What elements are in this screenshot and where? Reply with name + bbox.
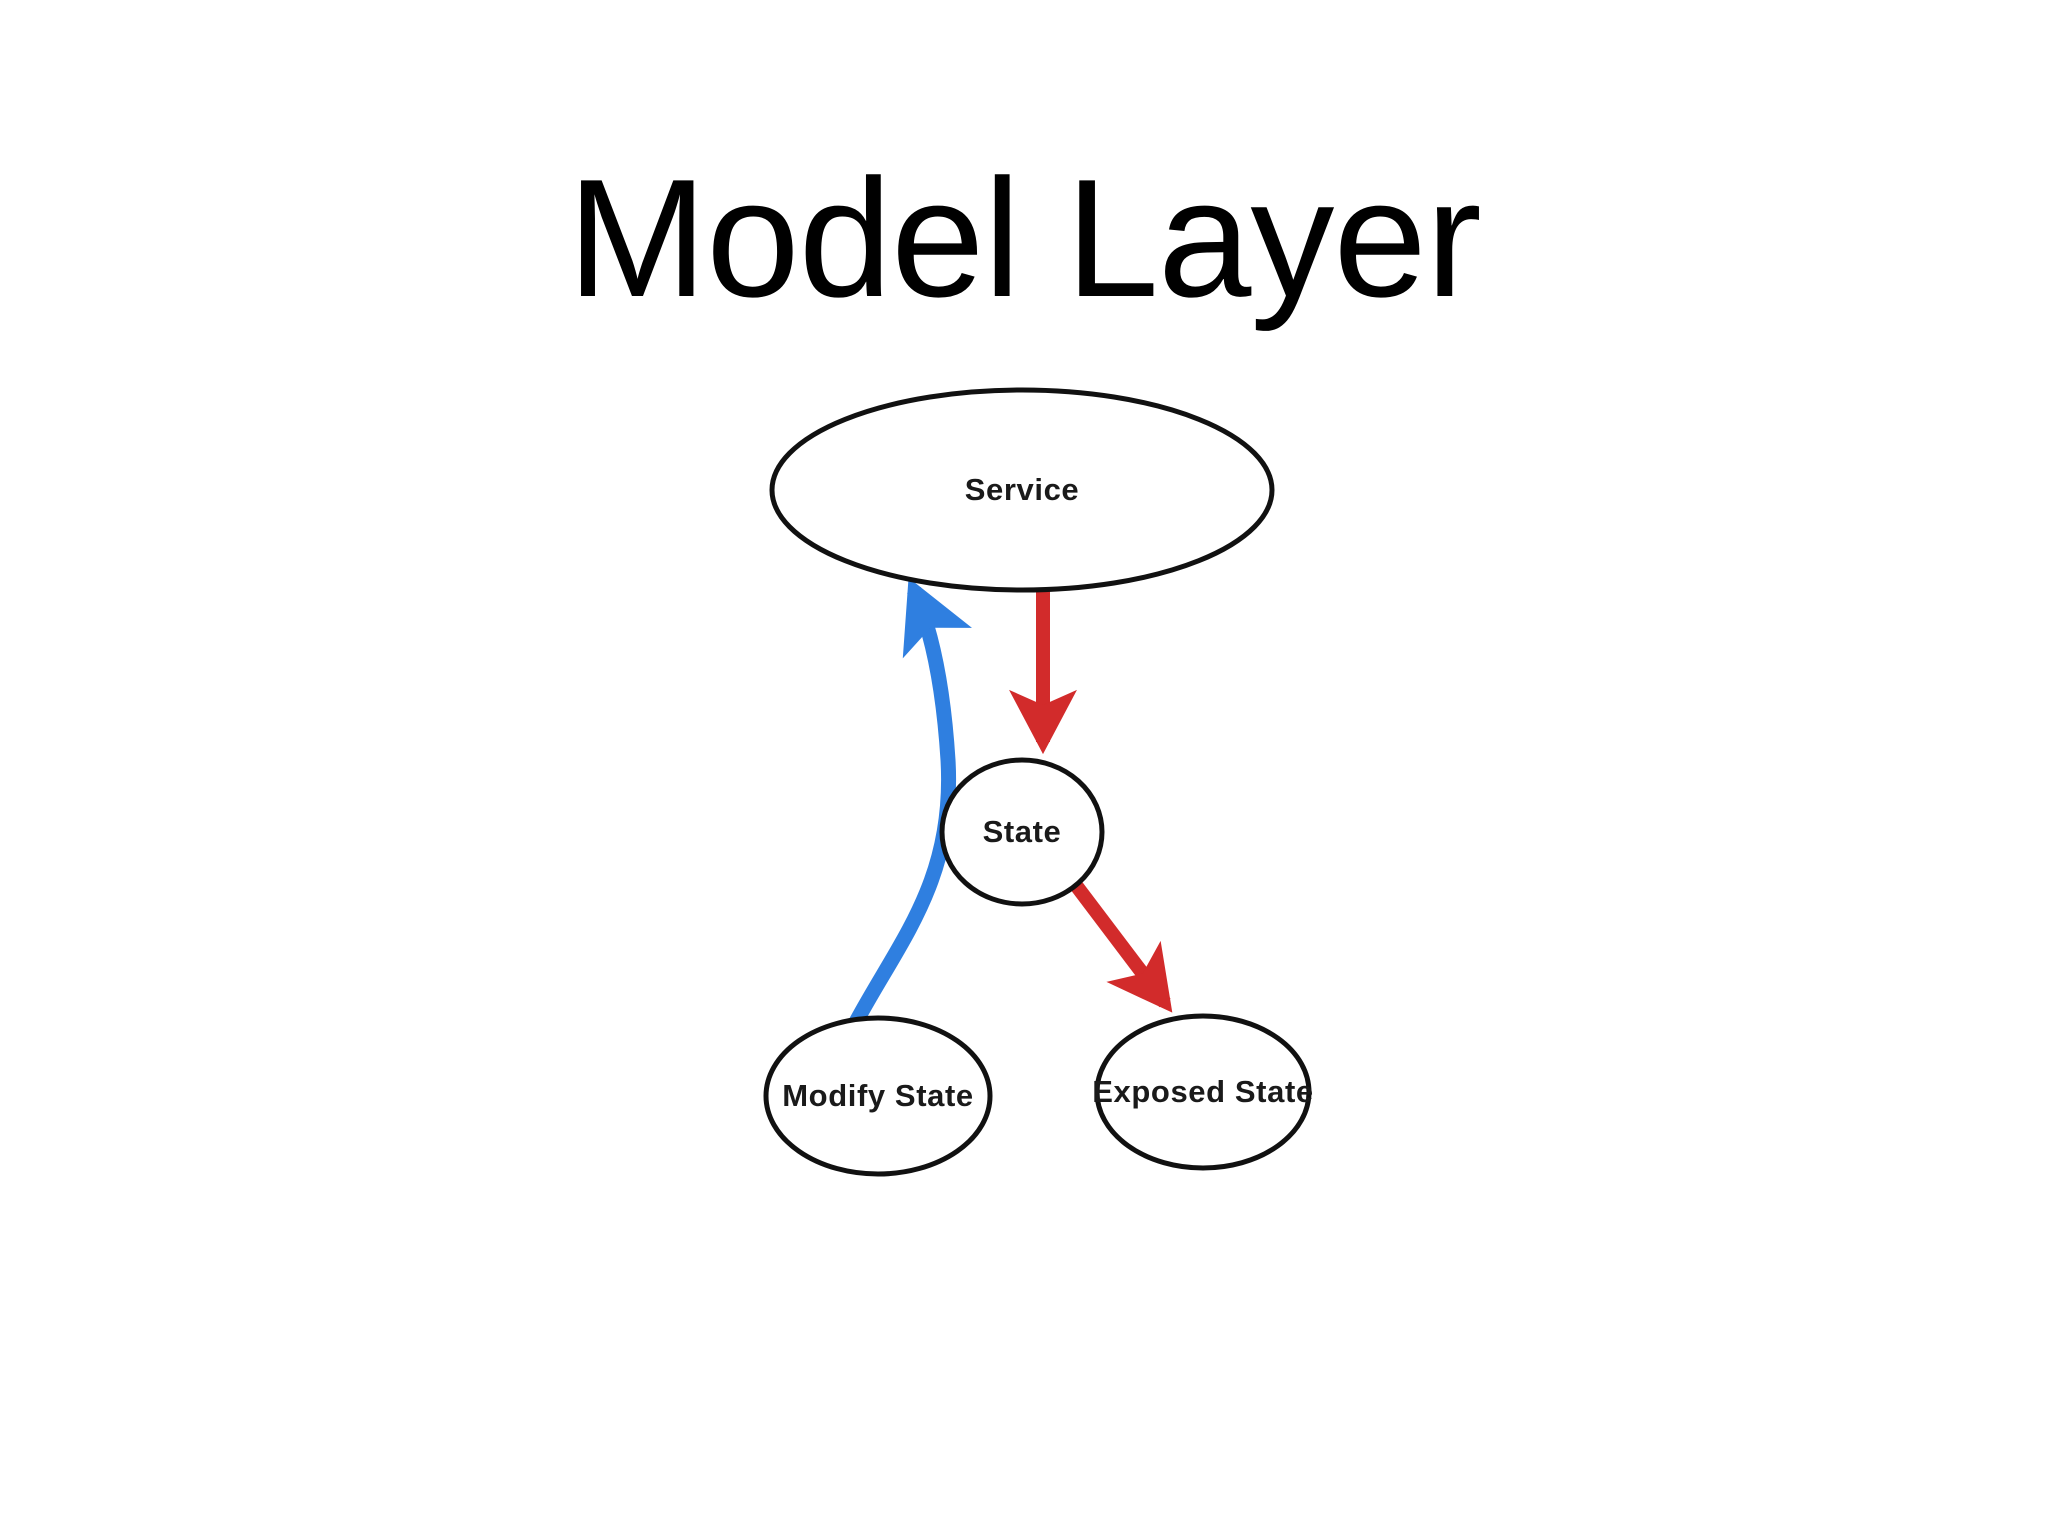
edge-state-to-exposed-state (1066, 875, 1173, 1013)
node-exposed-state[interactable]: Exposed State (1092, 1013, 1313, 1171)
node-exposed-state-shape (1094, 1013, 1312, 1171)
node-modify-state[interactable]: Modify State (763, 1015, 993, 1177)
node-state-shape (939, 757, 1105, 907)
page-title: Model Layer (567, 144, 1482, 332)
node-modify-state-shape (763, 1015, 993, 1177)
node-state-label: State (983, 814, 1062, 849)
node-service-label: Service (965, 472, 1080, 507)
node-modify-state-label: Modify State (782, 1078, 974, 1113)
node-service[interactable]: Service (769, 387, 1275, 593)
node-service-shape (769, 387, 1275, 593)
edge-modify-state-to-service (849, 577, 972, 1026)
node-state[interactable]: State (939, 757, 1105, 907)
node-exposed-state-label: Exposed State (1092, 1074, 1313, 1109)
